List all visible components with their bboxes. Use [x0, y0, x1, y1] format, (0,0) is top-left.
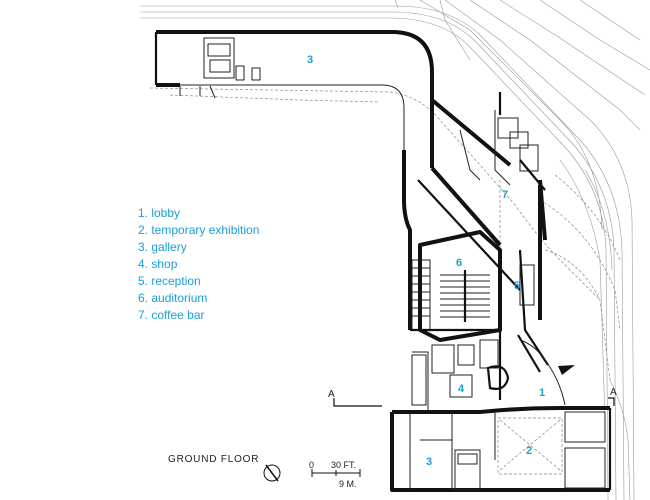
- legend-item-shop: 4. shop: [138, 257, 178, 271]
- auditorium-seating: [440, 270, 490, 322]
- scale-meters: 9 M.: [339, 479, 357, 489]
- room-label-gallery-upper: 3: [307, 54, 313, 66]
- main-building: [390, 92, 612, 492]
- legend-item-auditorium: 6. auditorium: [138, 291, 208, 305]
- scale-feet: 30 FT.: [331, 460, 356, 470]
- room-label-temporary-exhibition: 2: [526, 445, 532, 457]
- room-legend: 1. lobby 2. temporary exhibition 3. gall…: [138, 205, 259, 324]
- room-label-gallery-lower: 3: [426, 456, 432, 468]
- entrance-arrow: [558, 365, 575, 375]
- room-labels: 3 7 6 5 4 1 2 3: [307, 54, 545, 468]
- room-label-shop: 4: [458, 383, 465, 395]
- legend-item-temporary-exhibition: 2. temporary exhibition: [138, 223, 260, 237]
- room-label-coffee-bar: 7: [502, 189, 508, 201]
- gallery-wing-upper: [154, 30, 434, 150]
- section-mark-left: A: [328, 389, 335, 400]
- room-label-reception: 5: [514, 280, 520, 292]
- legend-item-lobby: 1. lobby: [138, 206, 181, 220]
- north-arrow-icon: [263, 464, 281, 482]
- room-label-lobby: 1: [539, 387, 545, 399]
- section-cut: A A: [328, 387, 617, 407]
- section-mark-right: A: [610, 387, 617, 398]
- scale-bar: 0 30 FT. 9 M.: [309, 460, 361, 489]
- room-label-auditorium: 6: [456, 257, 462, 269]
- scale-zero: 0: [309, 460, 314, 470]
- plan-footer: GROUND FLOOR 0 30 FT. 9 M.: [168, 454, 361, 489]
- legend-item-gallery: 3. gallery: [138, 240, 187, 254]
- legend-item-coffee-bar: 7. coffee bar: [138, 308, 205, 322]
- plan-title: GROUND FLOOR: [168, 454, 259, 465]
- legend-item-reception: 5. reception: [138, 274, 201, 288]
